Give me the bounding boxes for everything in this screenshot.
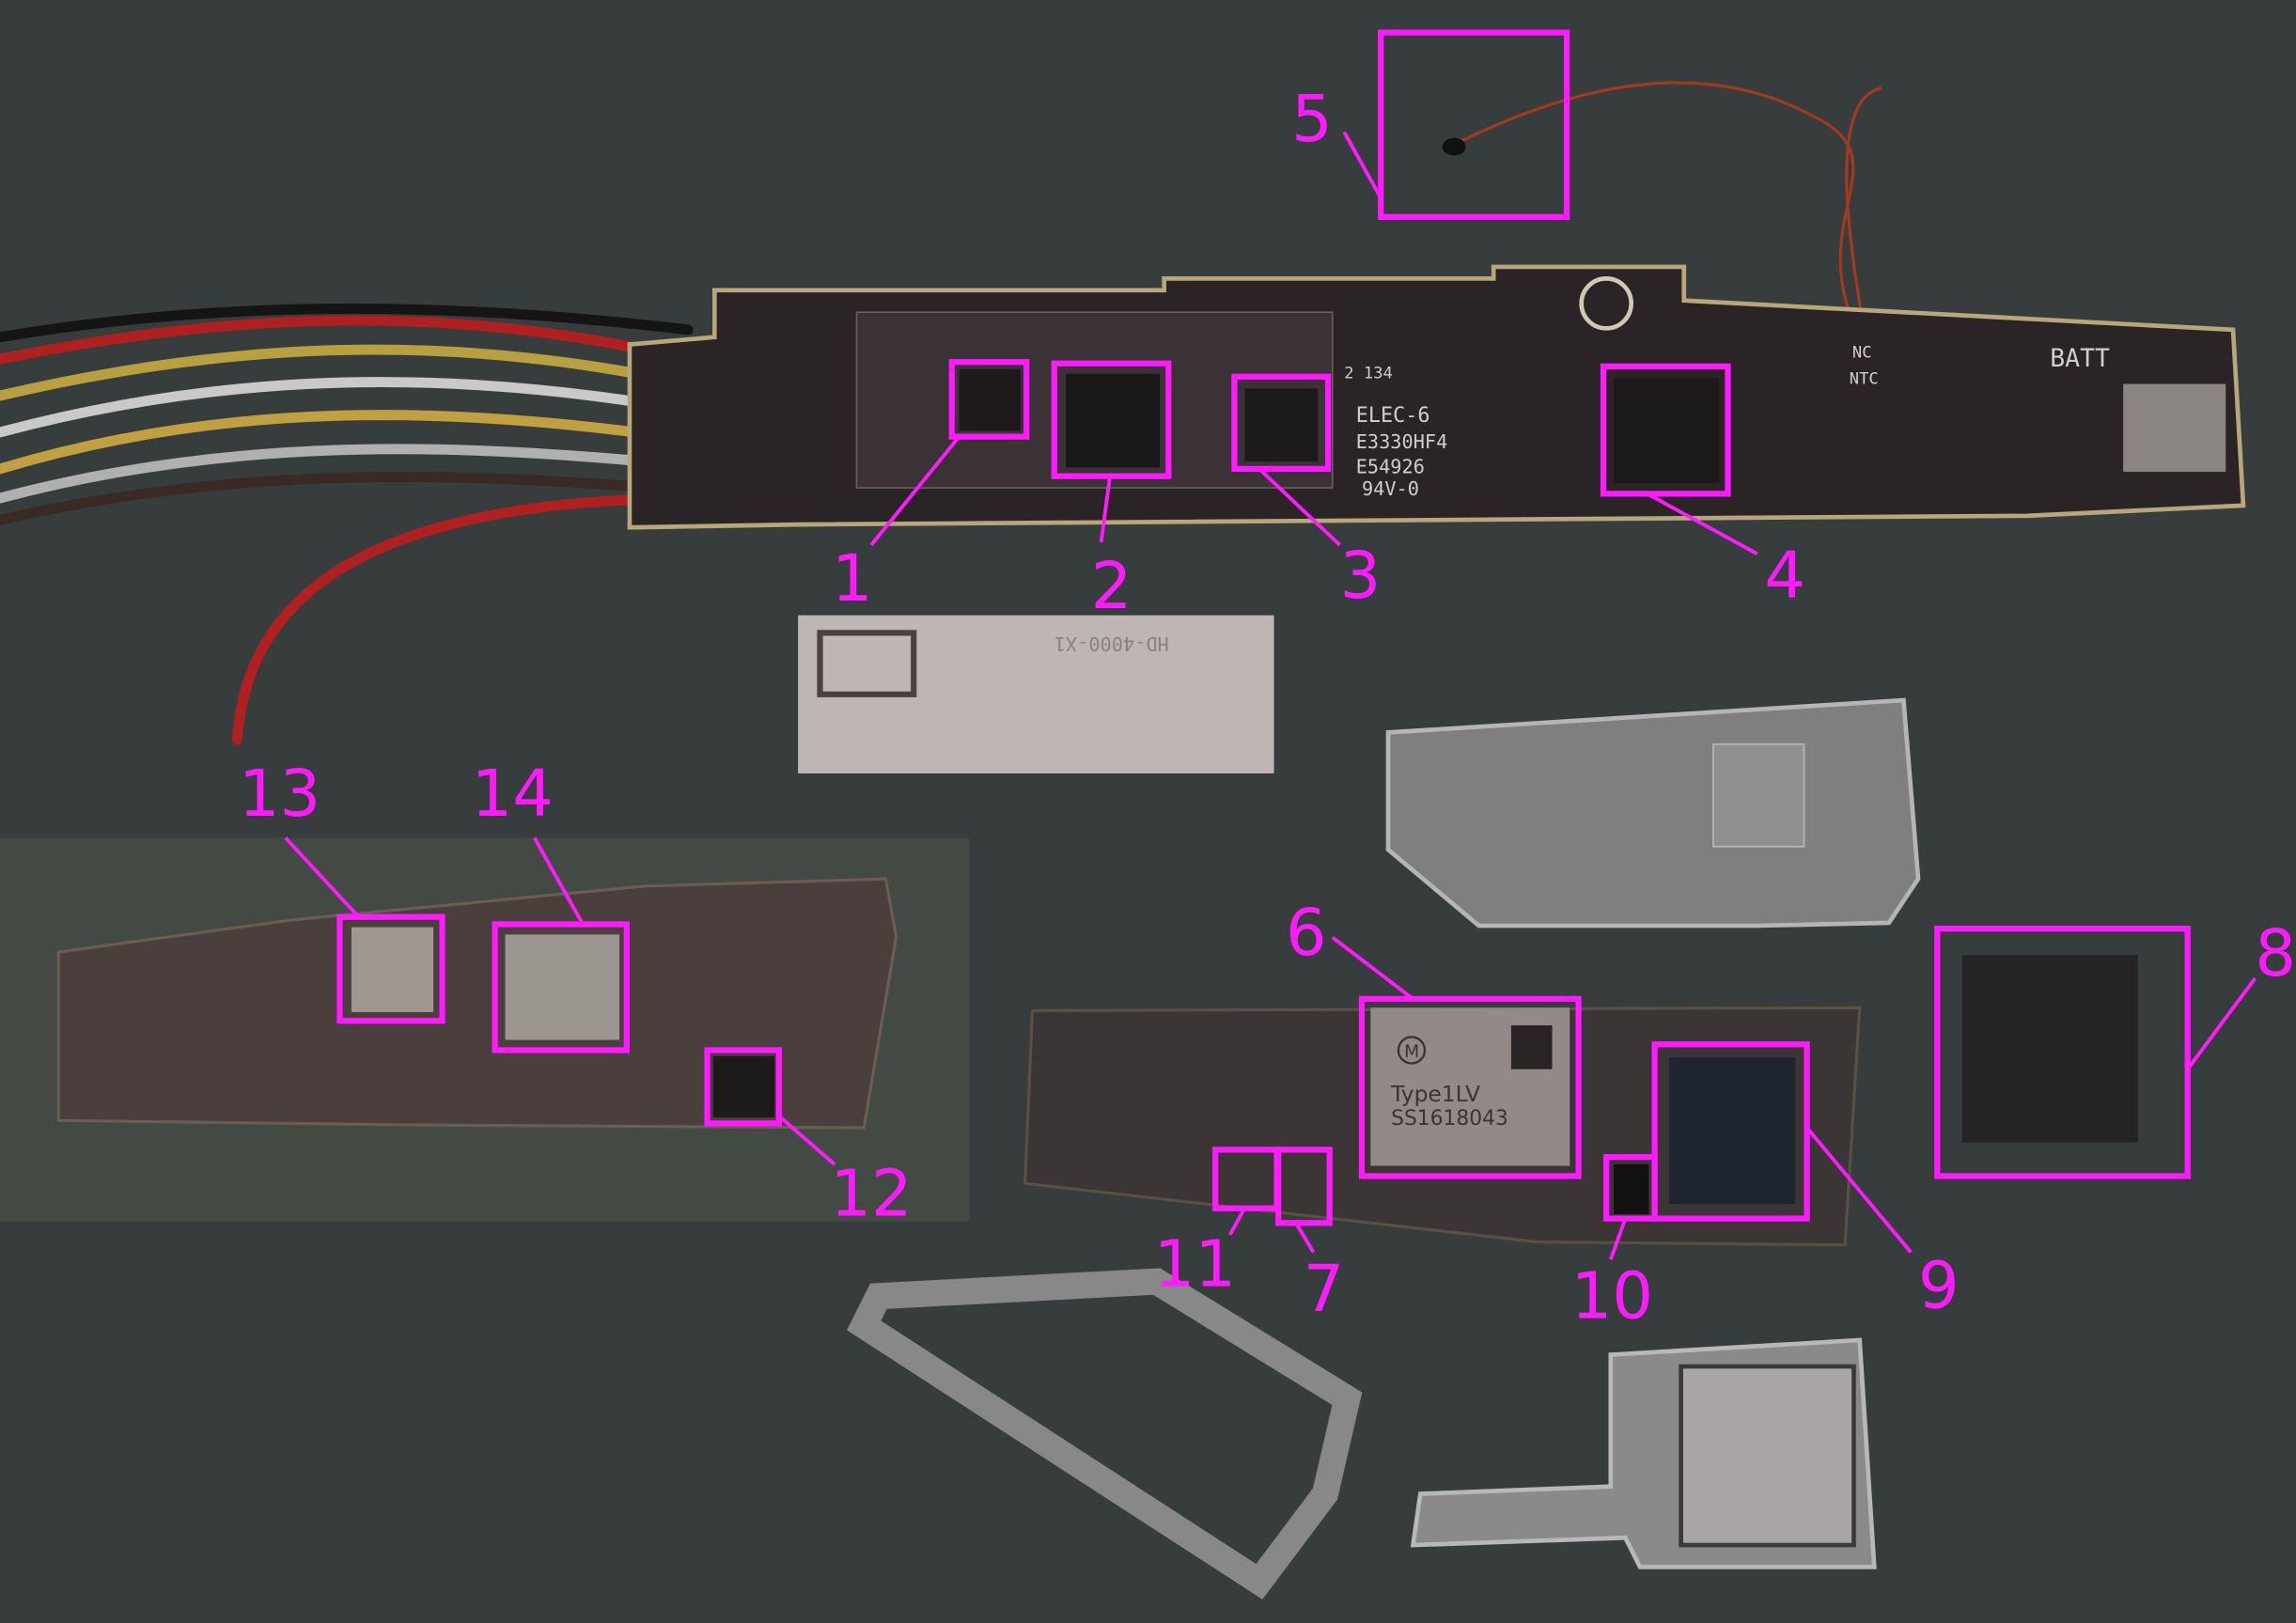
pcb-marking-batt: BATT: [2050, 344, 2110, 373]
callout-label-9: 9: [1918, 1249, 1960, 1324]
thermistor-wire: [1448, 81, 1882, 350]
callout-label-12: 12: [830, 1157, 912, 1232]
callout-label-5: 5: [1291, 82, 1333, 157]
callout-label-8: 8: [2255, 916, 2296, 991]
callout-label-7: 7: [1304, 1252, 1345, 1327]
module-logo: M: [1404, 1042, 1419, 1062]
annotations: 1 2 3 4 5 6 7 8 9 10 11 12 13: [239, 29, 2296, 1334]
wire-bundle: [0, 303, 709, 745]
shield-marking: HD-4000-X1: [1054, 632, 1169, 655]
pcb-marking-part: E3330HF4: [1356, 430, 1448, 453]
pcb-marking-ul: E54926: [1356, 456, 1425, 478]
callout-label-3: 3: [1340, 538, 1382, 614]
pcb-marking-rating: 94V-0: [1362, 477, 1419, 500]
callout-box-8: [1934, 926, 2191, 1179]
callout-label-4: 4: [1764, 538, 1805, 614]
callout-box-1: [948, 359, 1030, 440]
callout-box-5: [1378, 29, 1570, 221]
callout-label-13: 13: [239, 757, 320, 832]
callout-box-10: [1603, 1154, 1658, 1222]
callout-label-1: 1: [832, 541, 873, 616]
module-line2: SS1618043: [1391, 1107, 1508, 1131]
callout-label-10: 10: [1571, 1259, 1653, 1334]
callout-box-2: [1051, 360, 1172, 479]
callout-box-3: [1231, 373, 1332, 473]
shield-can-top: [1385, 697, 1921, 929]
removed-chip: [1961, 955, 2138, 1143]
shield-frame-loose: [847, 1268, 1363, 1600]
pcb-marking-ntc: NTC: [1850, 370, 1879, 389]
pcb-marking-nc: NC: [1852, 344, 1872, 363]
datamatrix: [1510, 1024, 1553, 1069]
callout-box-4: [1600, 363, 1731, 497]
callout-box-12: [704, 1047, 782, 1127]
callout-box-6: [1358, 995, 1582, 1179]
pcb-marking-elec: ELEC-6: [1356, 404, 1430, 428]
soc-die: [1669, 1057, 1796, 1205]
callout-box-9: [1651, 1041, 1810, 1222]
callout-box-11: [1212, 1147, 1280, 1211]
inset-board: [56, 877, 898, 1130]
pcb-marking-num: 2 134: [1344, 364, 1393, 382]
callout-label-6: 6: [1286, 896, 1327, 971]
callout-box-13: [336, 913, 445, 1024]
module-line1: Type1LV: [1390, 1081, 1480, 1107]
callout-label-2: 2: [1091, 549, 1132, 624]
thermistor: [1442, 137, 1466, 156]
callout-label-14: 14: [472, 757, 554, 832]
callout-label-11: 11: [1154, 1226, 1236, 1302]
callout-box-14: [492, 921, 630, 1053]
